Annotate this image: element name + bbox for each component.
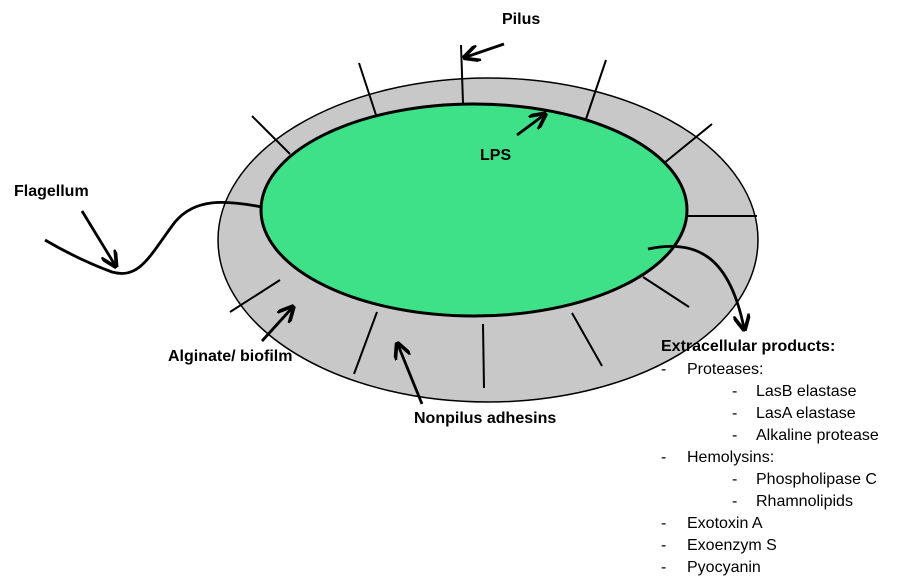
alginate-biofilm-label: Alginate/ biofilm — [168, 347, 292, 366]
spike — [483, 324, 484, 388]
flagellum-label: Flagellum — [14, 182, 89, 201]
pilus-arrow — [466, 44, 504, 57]
cell-body — [261, 104, 687, 316]
lps-label: LPS — [480, 146, 511, 165]
pilus-label: Pilus — [502, 10, 540, 29]
flagellum-arrow — [82, 211, 115, 265]
nonpilus-adhesins-label: Nonpilus adhesins — [414, 409, 556, 428]
